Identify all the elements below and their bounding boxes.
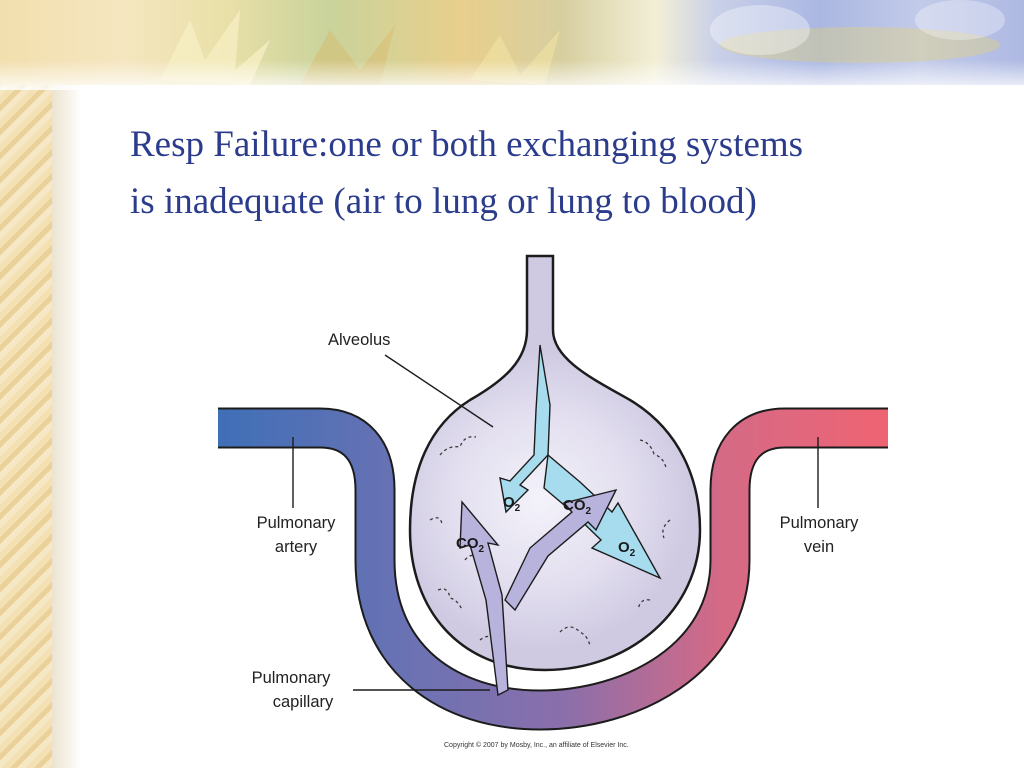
pulmonary-vein-label-line-1: Pulmonary bbox=[780, 514, 860, 532]
co2-arrow-left bbox=[459, 500, 509, 697]
slide-title: Resp Failure:one or both exchanging syst… bbox=[130, 116, 990, 230]
co2-arrow-center bbox=[504, 488, 618, 612]
pulmonary-vein-label-line-2: vein bbox=[804, 538, 834, 556]
o2-label-left: O2 bbox=[503, 494, 521, 514]
pulmonary-artery-label-line-2: artery bbox=[275, 538, 318, 556]
co2-label-center: CO2 bbox=[563, 497, 592, 517]
top-band-fade bbox=[0, 60, 1024, 90]
alveolus-label: Alveolus bbox=[328, 331, 390, 349]
left-strip-shadow bbox=[52, 85, 82, 768]
co2-arrows bbox=[459, 488, 618, 697]
slide-title-line-2: is inadequate (air to lung or lung to bl… bbox=[130, 181, 757, 222]
co2-label-left: CO2 bbox=[456, 535, 485, 555]
o2-arrow-left bbox=[499, 344, 551, 514]
o2-label-right: O2 bbox=[618, 539, 636, 559]
copyright-notice: Copyright © 2007 by Mosby, Inc., an affi… bbox=[444, 741, 629, 749]
pulmonary-artery-label-line-1: Pulmonary bbox=[257, 514, 337, 532]
alveolus-wall-detail bbox=[429, 436, 671, 647]
slide-title-line-1: Resp Failure:one or both exchanging syst… bbox=[130, 124, 804, 165]
pulmonary-capillary-label-line-2: capillary bbox=[273, 693, 334, 711]
left-decorative-strip bbox=[0, 0, 52, 768]
leader-lines bbox=[292, 354, 819, 691]
pulmonary-capillary-label-line-1: Pulmonary bbox=[252, 669, 332, 687]
